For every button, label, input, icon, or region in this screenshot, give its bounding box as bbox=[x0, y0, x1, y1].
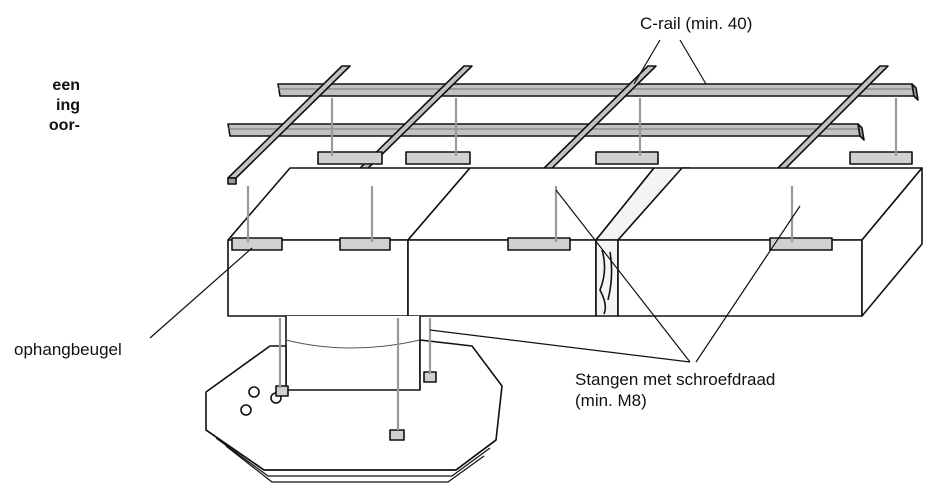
threaded-rods-upper bbox=[246, 98, 898, 242]
side-note-line-3: oor- bbox=[48, 117, 80, 134]
c-rail-front bbox=[227, 123, 865, 141]
round-connector bbox=[285, 316, 421, 403]
side-note-line-2: ing bbox=[56, 97, 80, 114]
c-rail-back bbox=[277, 83, 919, 101]
threaded-rods-lower bbox=[278, 318, 432, 430]
cropped-side-note: een ing oor- bbox=[0, 76, 80, 136]
side-note-line-1: een bbox=[52, 77, 80, 94]
top-brackets bbox=[317, 151, 913, 165]
threaded-rods-label-line2: (min. M8) bbox=[575, 391, 647, 410]
duct-box-right bbox=[617, 167, 923, 317]
c-rail-diagonal-1 bbox=[227, 65, 351, 185]
suspension-bracket-label: ophangbeugel bbox=[14, 340, 122, 359]
leader-lines bbox=[149, 39, 801, 363]
front-brackets bbox=[231, 237, 833, 251]
c-rail-label: C-rail (min. 40) bbox=[640, 14, 753, 33]
duct-box-left bbox=[227, 167, 471, 317]
threaded-rods-label-line1: Stangen met schroefdraad bbox=[575, 370, 776, 389]
